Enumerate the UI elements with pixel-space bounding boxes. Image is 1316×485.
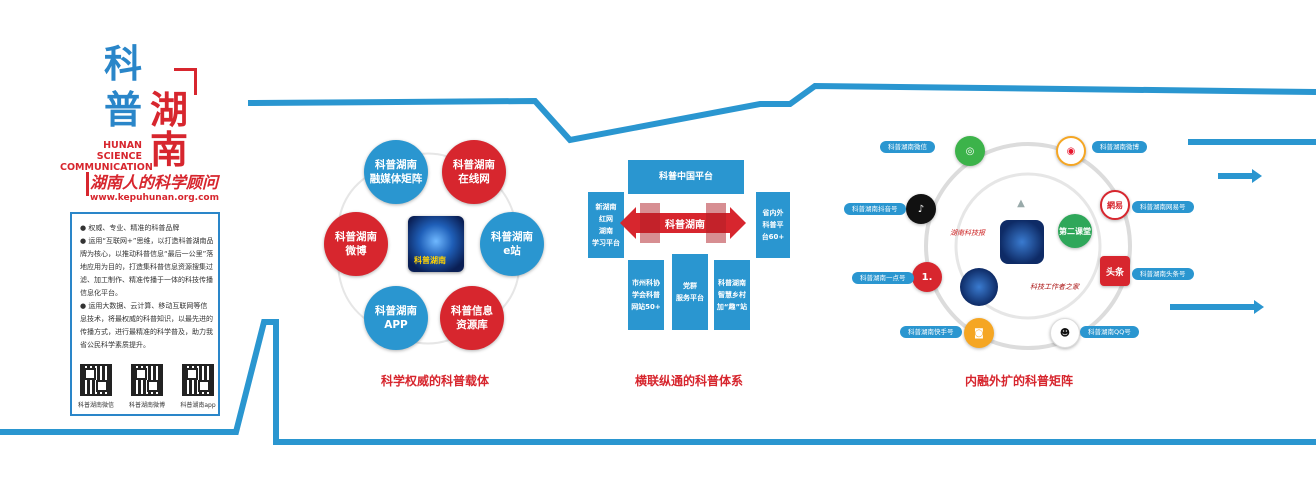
kepu-center-logo: 科普湖南: [408, 216, 464, 272]
douyin-icon[interactable]: ♪: [906, 194, 936, 224]
logo-english: HUNAN SCIENCE COMMUNICATION: [60, 140, 153, 173]
qr-label: 科普湖南app: [180, 402, 216, 409]
info-panel: ● 权威、专业、精准的科普品牌 ● 运用“互联网+”思维，以打造科普湖南品牌为核…: [70, 212, 220, 416]
qr-row: 科普湖南微信 科普湖南微博 科普湖南app: [78, 364, 216, 409]
weibo-icon[interactable]: ◉: [1056, 136, 1086, 166]
info-bullet-2: ● 运用“互联网+”思维，以打造科普湖南品牌为核心，以推动科普信息“最后一公里”…: [80, 237, 214, 297]
tag-yidian[interactable]: 科普湖南一点号: [852, 272, 914, 284]
qr-label: 科普湖南微博: [129, 402, 166, 409]
tag-qq[interactable]: 科普湖南QQ号: [1080, 326, 1139, 338]
info-bullet-1: ● 权威、专业、精准的科普品牌: [80, 224, 180, 232]
platform-bottom-1[interactable]: 市州科协学会科普网站50+: [628, 260, 664, 330]
qr-weibo[interactable]: 科普湖南微博: [129, 364, 165, 409]
logo-english-line1: HUNAN SCIENCE: [96, 140, 142, 162]
platform-left[interactable]: 新湖南红网湖南学习平台: [588, 192, 624, 258]
section1-title: 科学权威的科普载体: [380, 374, 489, 388]
hand-text-right: 科技工作者之家: [1030, 283, 1079, 291]
qr-label: 科普湖南微信: [78, 402, 115, 409]
qr-app[interactable]: 科普湖南app: [180, 364, 216, 409]
kepu-center-logo-small: [1000, 220, 1044, 264]
carrier-resource-library[interactable]: 科普信息资源库: [440, 286, 504, 350]
matrix-rings: [924, 142, 1132, 350]
section2-title: 横联纵通的科普体系: [634, 374, 743, 388]
carrier-online-site[interactable]: 科普湖南在线网: [442, 140, 506, 204]
tag-kuaishou[interactable]: 科普湖南快手号: [900, 326, 962, 338]
logo-char-hu: 湖: [150, 88, 189, 132]
right-arrow-icon: [1218, 169, 1262, 183]
ketang-icon[interactable]: 第二课堂: [1058, 214, 1092, 248]
platform-center: 科普湖南: [665, 220, 705, 231]
carrier-media-matrix[interactable]: 科普湖南融媒体矩阵: [364, 140, 428, 204]
platform-bottom-3[interactable]: 科普湖南智慧乡村加“趣”站: [714, 260, 750, 330]
slogan: 湖南人的科学顾问: [90, 173, 219, 192]
info-bullet-3: ● 运用大数据、云计算、移动互联网等信息技术，将最权威的科普知识，以最先进的传播…: [80, 302, 213, 349]
tag-wechat[interactable]: 科普湖南微信: [880, 141, 935, 153]
yidian-icon[interactable]: 1.: [912, 262, 942, 292]
platform-right[interactable]: 省内外科普平台60+: [756, 192, 790, 258]
slogan-bar: [86, 172, 89, 196]
platform-bottom-2[interactable]: 党群服务平台: [672, 254, 708, 330]
hand-text-left: 湖南科技报: [950, 229, 985, 237]
qr-code-icon: [182, 364, 214, 396]
qq-penguin-icon[interactable]: ☻: [1050, 318, 1080, 348]
tag-douyin[interactable]: 科普湖南抖音号: [844, 203, 906, 215]
right-arrow-icon: [1170, 300, 1264, 314]
kuaishou-icon[interactable]: ◙: [964, 318, 994, 348]
platform-top[interactable]: 科普中国平台: [628, 160, 744, 194]
kepu-association-logo: [960, 268, 998, 306]
qr-code-icon: [131, 364, 163, 396]
tag-weibo[interactable]: 科普湖南微博: [1092, 141, 1147, 153]
info-text: ● 权威、专业、精准的科普品牌 ● 运用“互联网+”思维，以打造科普湖南品牌为核…: [80, 222, 214, 352]
qr-code-icon: [80, 364, 112, 396]
family-logo-icon: ▲: [1017, 198, 1025, 209]
logo-english-line2: COMMUNICATION: [60, 162, 153, 173]
qr-wechat[interactable]: 科普湖南微信: [78, 364, 114, 409]
netease-icon[interactable]: 網易: [1100, 190, 1130, 220]
website-link[interactable]: www.kepuhunan.org.com: [90, 193, 219, 203]
logo-char-nan: 南: [150, 128, 189, 172]
logo-bracket: [174, 68, 197, 95]
tag-netease[interactable]: 科普湖南网易号: [1132, 201, 1194, 213]
wechat-icon[interactable]: ◎: [955, 136, 985, 166]
section3-title: 内融外扩的科普矩阵: [964, 374, 1073, 388]
tag-toutiao[interactable]: 科普湖南头条号: [1132, 268, 1194, 280]
logo-char-ke: 科: [104, 42, 143, 86]
logo-char-pu: 普: [104, 88, 143, 132]
carrier-weibo[interactable]: 科普湖南微博: [324, 212, 388, 276]
toutiao-icon[interactable]: 头条: [1100, 256, 1130, 286]
center-double-arrow: [620, 203, 746, 243]
